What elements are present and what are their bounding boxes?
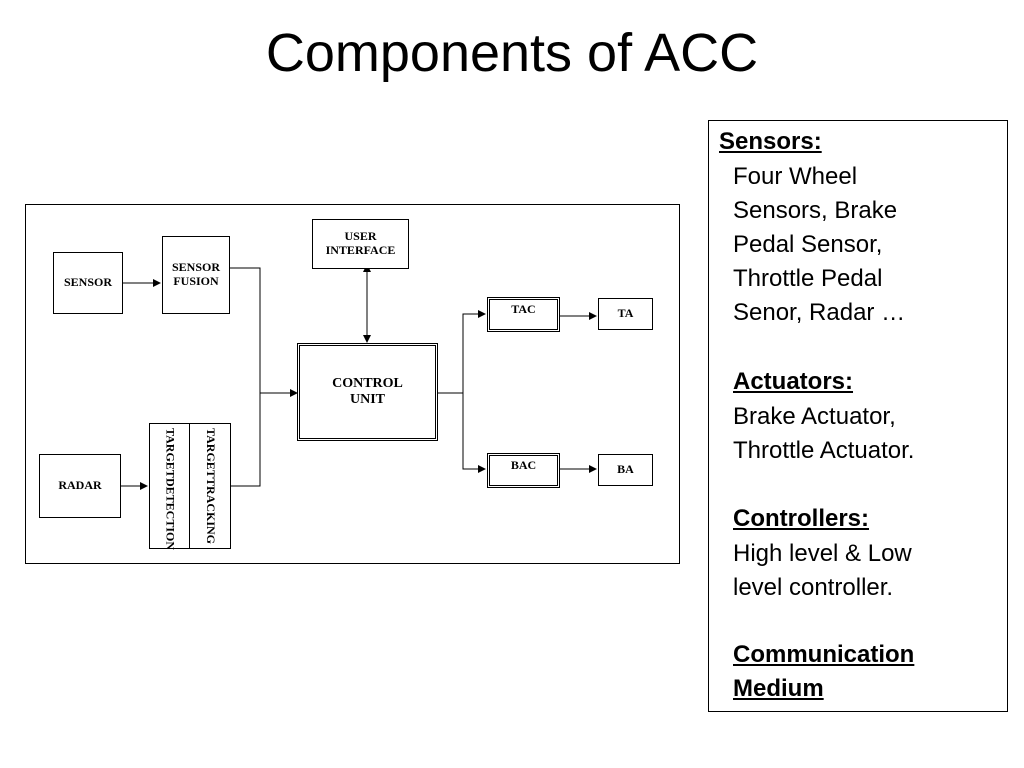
bac-label: BAC [510, 458, 537, 472]
control-unit-label-line1: CONTROL [332, 375, 403, 391]
sensor-fusion-label-line2: FUSION [173, 274, 219, 288]
radar-block: RADAR [39, 454, 121, 518]
target-processing-block: TARGET DETECTION TARGET TRACKING [149, 423, 231, 552]
sensors-line: Four Wheel [733, 163, 858, 190]
tac-block: TAC [487, 297, 560, 332]
sensors-line: Senor, Radar … [733, 299, 906, 326]
arrow-to-tac [462, 310, 486, 393]
controllers-line: level controller. [733, 574, 894, 601]
sensor-fusion-label-line1: SENSOR [171, 260, 221, 275]
control-unit-label-line2: UNIT [349, 392, 385, 407]
line-fusion-out [230, 267, 261, 487]
sensors-text: Four Wheel Sensors, Brake Pedal Sensor, … [733, 160, 1001, 330]
info-panel: Sensors: Four Wheel Sensors, Brake Pedal… [708, 120, 1008, 712]
actuators-line: Throttle Actuator. [733, 437, 915, 464]
target-tracking-label-line1: TARGET [203, 428, 218, 478]
ba-label: BA [617, 462, 634, 477]
target-detection-block: TARGET DETECTION [150, 424, 190, 550]
target-tracking-block: TARGET TRACKING [190, 424, 230, 552]
radar-label: RADAR [58, 478, 102, 493]
slide-title: Components of ACC [265, 23, 759, 83]
target-detection-label-line2: DETECTION [163, 477, 178, 550]
ta-block: TA [598, 298, 653, 330]
user-interface-label-line1: USER [344, 229, 377, 244]
controllers-heading: Controllers: [733, 505, 870, 532]
tac-label: TAC [511, 302, 536, 316]
sensor-block: SENSOR [53, 252, 123, 314]
sensor-label: SENSOR [63, 275, 113, 290]
target-detection-label-line1: TARGET [163, 428, 178, 478]
control-unit-block: CONTROL UNIT [297, 343, 438, 441]
sensors-heading: Sensors: [719, 128, 822, 155]
ba-block: BA [598, 454, 653, 486]
user-interface-label-line2: INTERFACE [325, 243, 396, 257]
diagram-frame [25, 204, 680, 564]
actuators-text: Brake Actuator, Throttle Actuator. [733, 400, 1001, 468]
actuators-line: Brake Actuator, [733, 403, 896, 430]
controllers-text: High level & Low level controller. [733, 537, 1001, 605]
communication-heading: Communication Medium [733, 638, 1001, 706]
target-tracking-label-line2: TRACKING [203, 477, 218, 544]
controllers-line: High level & Low [733, 540, 912, 567]
ta-label: TA [617, 306, 634, 321]
user-interface-block: USER INTERFACE [312, 219, 409, 269]
actuators-heading: Actuators: [733, 368, 854, 395]
communication-heading-line: Communication [733, 641, 915, 668]
sensors-line: Sensors, Brake [733, 197, 898, 224]
arrow-to-bac [462, 393, 486, 473]
sensor-fusion-block: SENSOR FUSION [162, 236, 230, 314]
sensors-line: Throttle Pedal [733, 265, 883, 292]
bac-block: BAC [487, 453, 560, 488]
sensors-line: Pedal Sensor, [733, 231, 883, 258]
communication-heading-line: Medium [733, 675, 824, 702]
